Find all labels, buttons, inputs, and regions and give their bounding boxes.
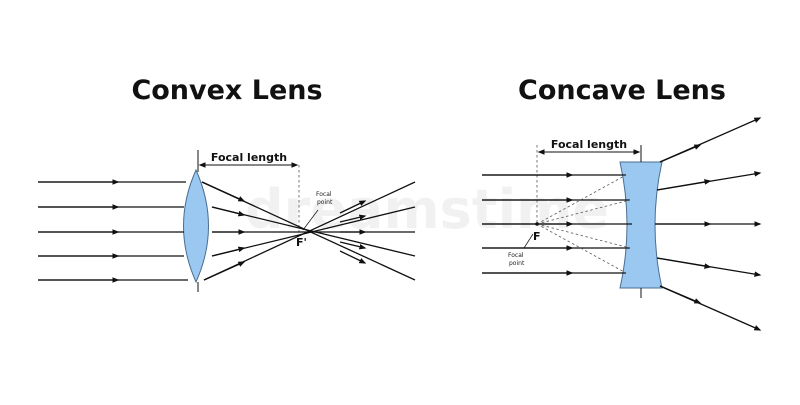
concave-title: Concave Lens bbox=[518, 75, 726, 106]
convex-focal-pointer bbox=[302, 209, 319, 231]
convex-lens-diagram: Convex Lens Focal length bbox=[38, 75, 416, 292]
concave-lens-shape bbox=[619, 161, 663, 289]
concave-focal-marker: F bbox=[533, 230, 541, 243]
convex-refracted-rays bbox=[201, 181, 416, 281]
concave-lens-diagram: Concave Lens Focal length bbox=[482, 75, 762, 331]
convex-focal-point-line1: Focal bbox=[316, 191, 332, 198]
convex-focal-point-line2: point bbox=[317, 199, 333, 206]
concave-focal-length-label: Focal length bbox=[551, 138, 627, 151]
concave-focal-dot bbox=[535, 222, 539, 226]
concave-focal-point-line2: point bbox=[509, 260, 525, 267]
concave-refracted-rays bbox=[655, 117, 762, 331]
convex-focal-marker: F' bbox=[296, 236, 307, 249]
convex-title: Convex Lens bbox=[131, 75, 322, 106]
concave-focal-pointer bbox=[523, 233, 534, 249]
concave-virtual-rays bbox=[536, 174, 631, 274]
convex-focal-length-label: Focal length bbox=[211, 151, 287, 164]
watermark-text: dreamstime bbox=[245, 178, 609, 241]
concave-focal-point-line1: Focal bbox=[508, 252, 524, 259]
convex-lens-shape bbox=[183, 168, 209, 284]
